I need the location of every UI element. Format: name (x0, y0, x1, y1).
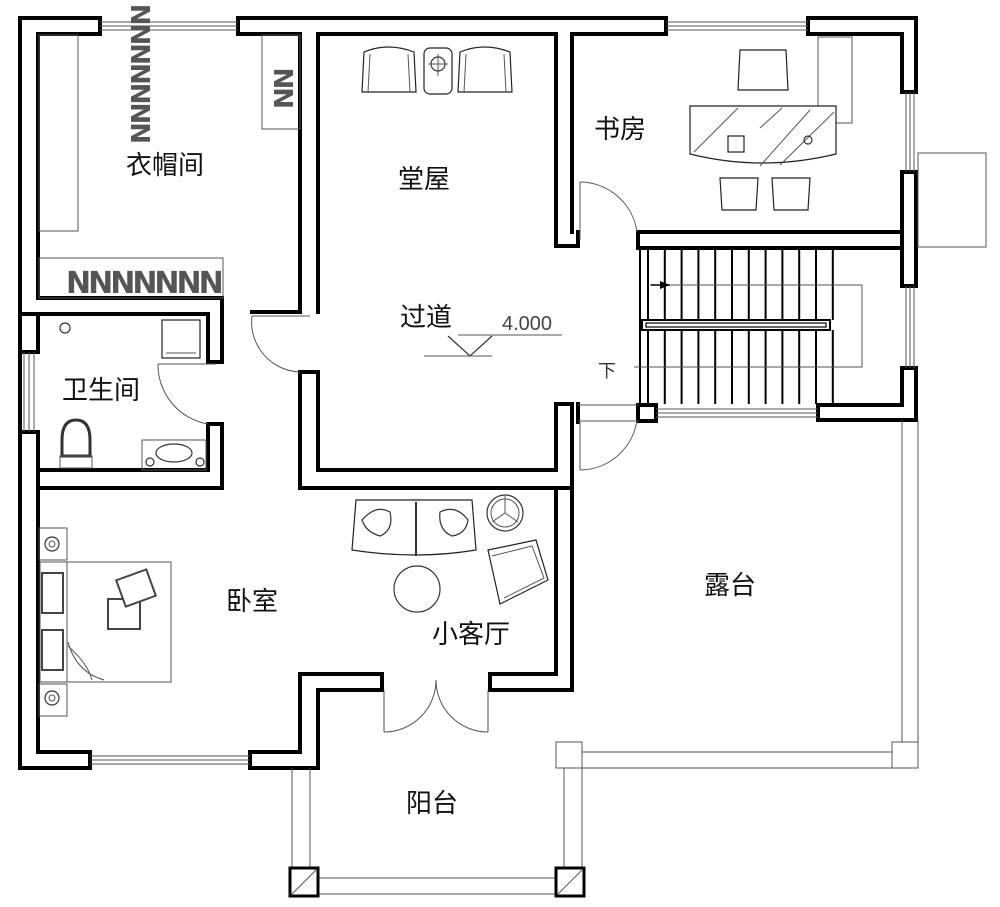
label-small-living: 小客厅 (432, 620, 510, 650)
label-bedroom: 卧室 (226, 587, 278, 617)
door-balcony-double (383, 679, 489, 733)
window-stair-right (905, 286, 915, 368)
study-furniture (689, 36, 853, 211)
elevation-value: 4.000 (502, 313, 552, 335)
window-study-top (666, 21, 808, 31)
label-bathroom: 卫生间 (62, 376, 140, 406)
railings (288, 420, 919, 898)
door-study (579, 181, 638, 240)
label-corridor: 过道 (400, 303, 452, 333)
window-bath-left (23, 352, 35, 432)
window-stair-bottom (656, 408, 818, 418)
living-furniture (351, 494, 549, 613)
windows (23, 21, 987, 765)
label-wardrobe: 衣帽间 (126, 151, 204, 181)
label-terrace: 露台 (704, 571, 756, 601)
bathroom-furniture (59, 319, 207, 471)
wardrobe-furniture: NNNNNNN NN NNNNNNN (38, 5, 301, 301)
label-study: 书房 (594, 115, 646, 145)
label-balcony: 阳台 (406, 789, 458, 819)
ac-unit-outline (917, 152, 987, 248)
hanger-row-left: NNNNNNN (127, 5, 157, 144)
window-bedroom-bottom (90, 755, 250, 765)
staircase: 下 (598, 247, 863, 406)
label-hall: 堂屋 (398, 165, 450, 195)
hanger-row-right: NN (270, 69, 300, 109)
window-study-right (905, 92, 915, 172)
elevation-marker: 4.000 (424, 313, 562, 357)
stair-down-label: 下 (598, 361, 616, 382)
room-labels: 衣帽间 堂屋 书房 过道 卫生间 卧室 小客厅 露台 阳台 (62, 115, 756, 819)
hall-furniture (361, 46, 513, 95)
door-bathroom (157, 363, 216, 425)
door-wardrobe-hall (251, 315, 310, 373)
bedroom-furniture (38, 527, 172, 717)
doors (157, 181, 638, 733)
window-wardrobe-top (100, 21, 238, 31)
hanger-row-bottom: NNNNNNN (66, 266, 222, 301)
door-terrace (578, 404, 638, 471)
